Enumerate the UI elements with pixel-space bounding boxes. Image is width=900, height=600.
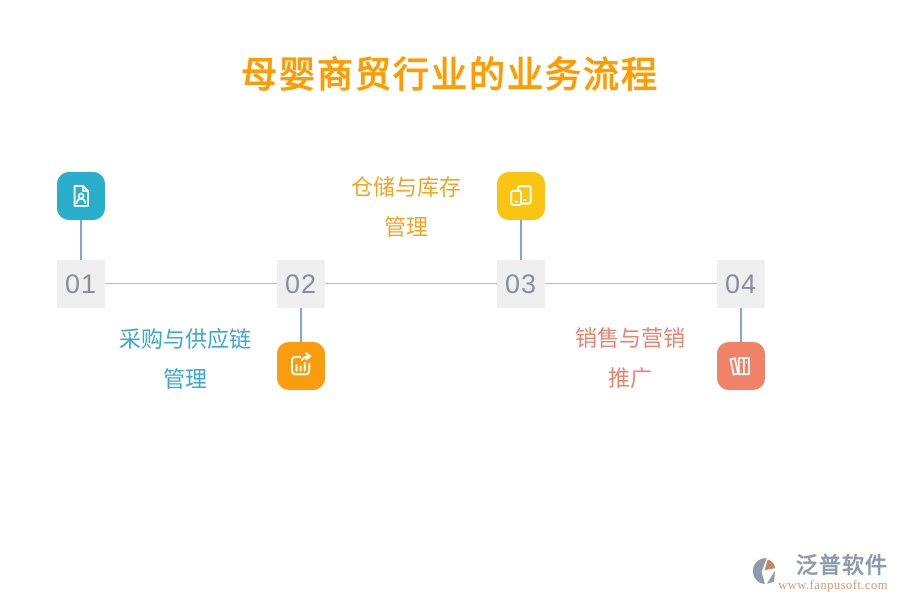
label-line-2: 管理 xyxy=(162,367,207,392)
books-icon xyxy=(717,342,765,390)
label-line-1: 采购与供应链 xyxy=(118,327,251,352)
connector-step-01 xyxy=(80,220,82,260)
step-number-label: 04 xyxy=(724,268,758,299)
brand-watermark: 泛普软件 www.fanpusoft.com xyxy=(752,554,888,592)
step-number-01: 01 xyxy=(57,260,105,308)
page-title: 母婴商贸行业的业务流程 xyxy=(240,55,659,95)
label-procurement-supply-chain: 采购与供应链 管理 xyxy=(75,320,295,400)
step-number-03: 03 xyxy=(497,260,545,308)
step-number-04: 04 xyxy=(717,260,765,308)
step-number-label: 03 xyxy=(504,268,538,299)
connector-step-03 xyxy=(520,220,522,260)
connector-step-04 xyxy=(740,308,742,342)
connector-step-02 xyxy=(300,308,302,342)
brand-url: www.fanpusoft.com xyxy=(778,578,888,592)
brand-name: 泛普软件 xyxy=(795,553,888,578)
label-sales-marketing: 销售与营销 推广 xyxy=(520,319,740,399)
devices-icon xyxy=(497,172,545,220)
profile-document-icon xyxy=(57,172,105,220)
step-number-label: 01 xyxy=(64,268,98,299)
label-line-1: 销售与营销 xyxy=(574,326,685,351)
label-line-2: 推广 xyxy=(607,366,652,391)
label-warehouse-inventory: 仓储与库存 管理 xyxy=(296,168,516,248)
step-number-02: 02 xyxy=(277,260,325,308)
fanpu-logo-icon xyxy=(752,556,776,586)
label-line-1: 仓储与库存 xyxy=(350,175,461,200)
step-number-label: 02 xyxy=(284,268,318,299)
chart-export-icon xyxy=(277,342,325,390)
label-line-2: 管理 xyxy=(383,215,428,240)
timeline-line xyxy=(81,283,741,284)
